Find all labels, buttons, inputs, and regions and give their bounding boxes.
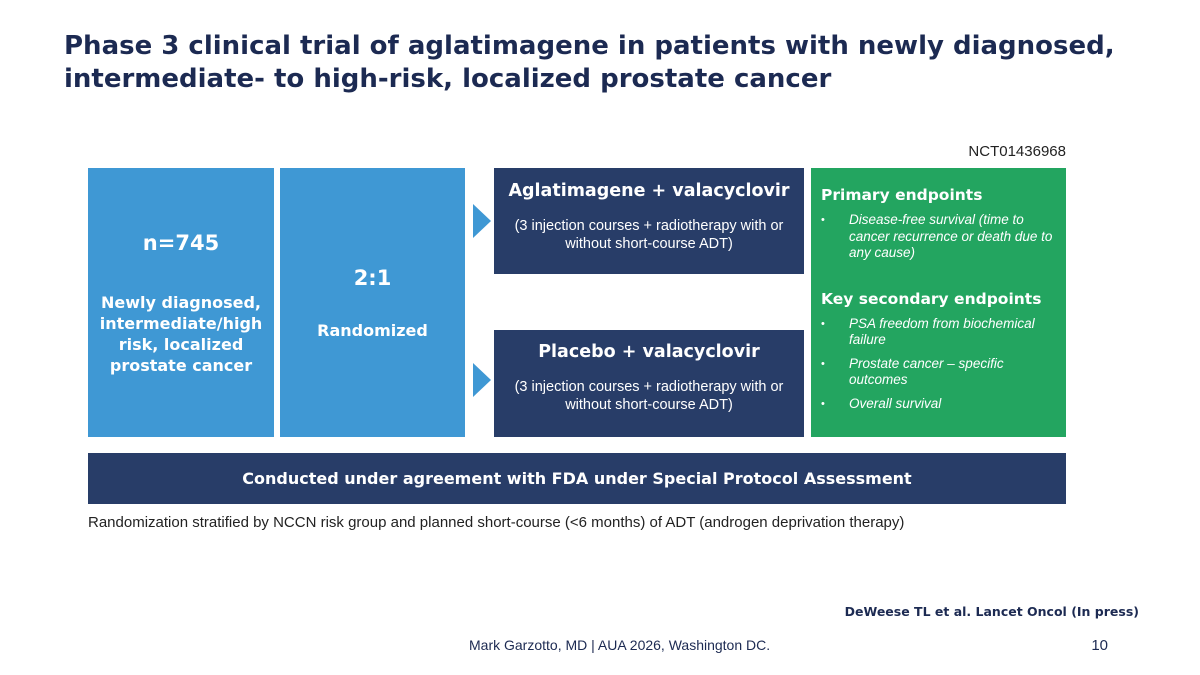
reference-citation: DeWeese TL et al. Lancet Oncol (In press… (844, 604, 1139, 619)
endpoint-text: PSA freedom from biochemical failure (849, 315, 1035, 348)
population-count: n=745 (142, 230, 220, 255)
arm-title: Aglatimagene + valacyclovir (508, 181, 790, 201)
secondary-endpoints-heading: Key secondary endpoints (821, 289, 1042, 308)
primary-endpoints-list: • Disease-free survival (time to cancer r… (821, 212, 1056, 262)
arrow-right-icon (473, 204, 491, 238)
treatment-arm-box: Aglatimagene + valacyclovir (3 injection… (494, 168, 804, 274)
bullet-icon: • (821, 357, 825, 370)
arm-title: Placebo + valacyclovir (538, 342, 760, 362)
population-description: Newly diagnosed, intermediate/high risk,… (99, 292, 263, 375)
arm-description: (3 injection courses + radiotherapy with… (514, 218, 784, 252)
randomization-box: 2:1 Randomized (280, 168, 465, 437)
footer-text: Mark Garzotto, MD | AUA 2026, Washington… (469, 637, 771, 653)
bullet-icon: • (821, 214, 825, 226)
list-item: • Overall survival (821, 396, 1056, 413)
bullet-icon: • (821, 397, 825, 410)
slide-title: Phase 3 clinical trial of aglatimagene i… (64, 31, 1115, 94)
randomization-ratio: 2:1 (353, 266, 392, 290)
trial-id: NCT01436968 (968, 143, 1066, 160)
list-item: • PSA freedom from biochemical failure (821, 316, 1056, 349)
fda-agreement-banner: Conducted under agreement with FDA under… (88, 453, 1066, 504)
endpoints-box: Primary endpoints • Disease-free survival… (811, 168, 1066, 437)
randomization-label: Randomized (317, 321, 428, 340)
list-item: • Disease-free survival (time to cancer r… (821, 212, 1056, 262)
placebo-arm-box: Placebo + valacyclovir (3 injection cour… (494, 330, 804, 437)
primary-endpoints-heading: Primary endpoints (821, 186, 983, 204)
endpoint-text: Disease-free survival (time to cancer re… (849, 212, 1053, 260)
list-item: • Prostate cancer – specific outcomes (821, 356, 1056, 389)
population-box: n=745 Newly diagnosed, intermediate/high… (88, 168, 274, 437)
page-number: 10 (1091, 637, 1108, 654)
stratification-note: Randomization stratified by NCCN risk gr… (88, 514, 905, 531)
arrow-right-icon (473, 363, 491, 397)
endpoint-text: Overall survival (849, 395, 942, 411)
secondary-endpoints-list: • PSA freedom from biochemical failure • P… (821, 316, 1056, 413)
bullet-icon: • (821, 317, 825, 330)
arm-description: (3 injection courses + radiotherapy with… (514, 379, 784, 413)
endpoint-text: Prostate cancer – specific outcomes (849, 355, 1004, 388)
